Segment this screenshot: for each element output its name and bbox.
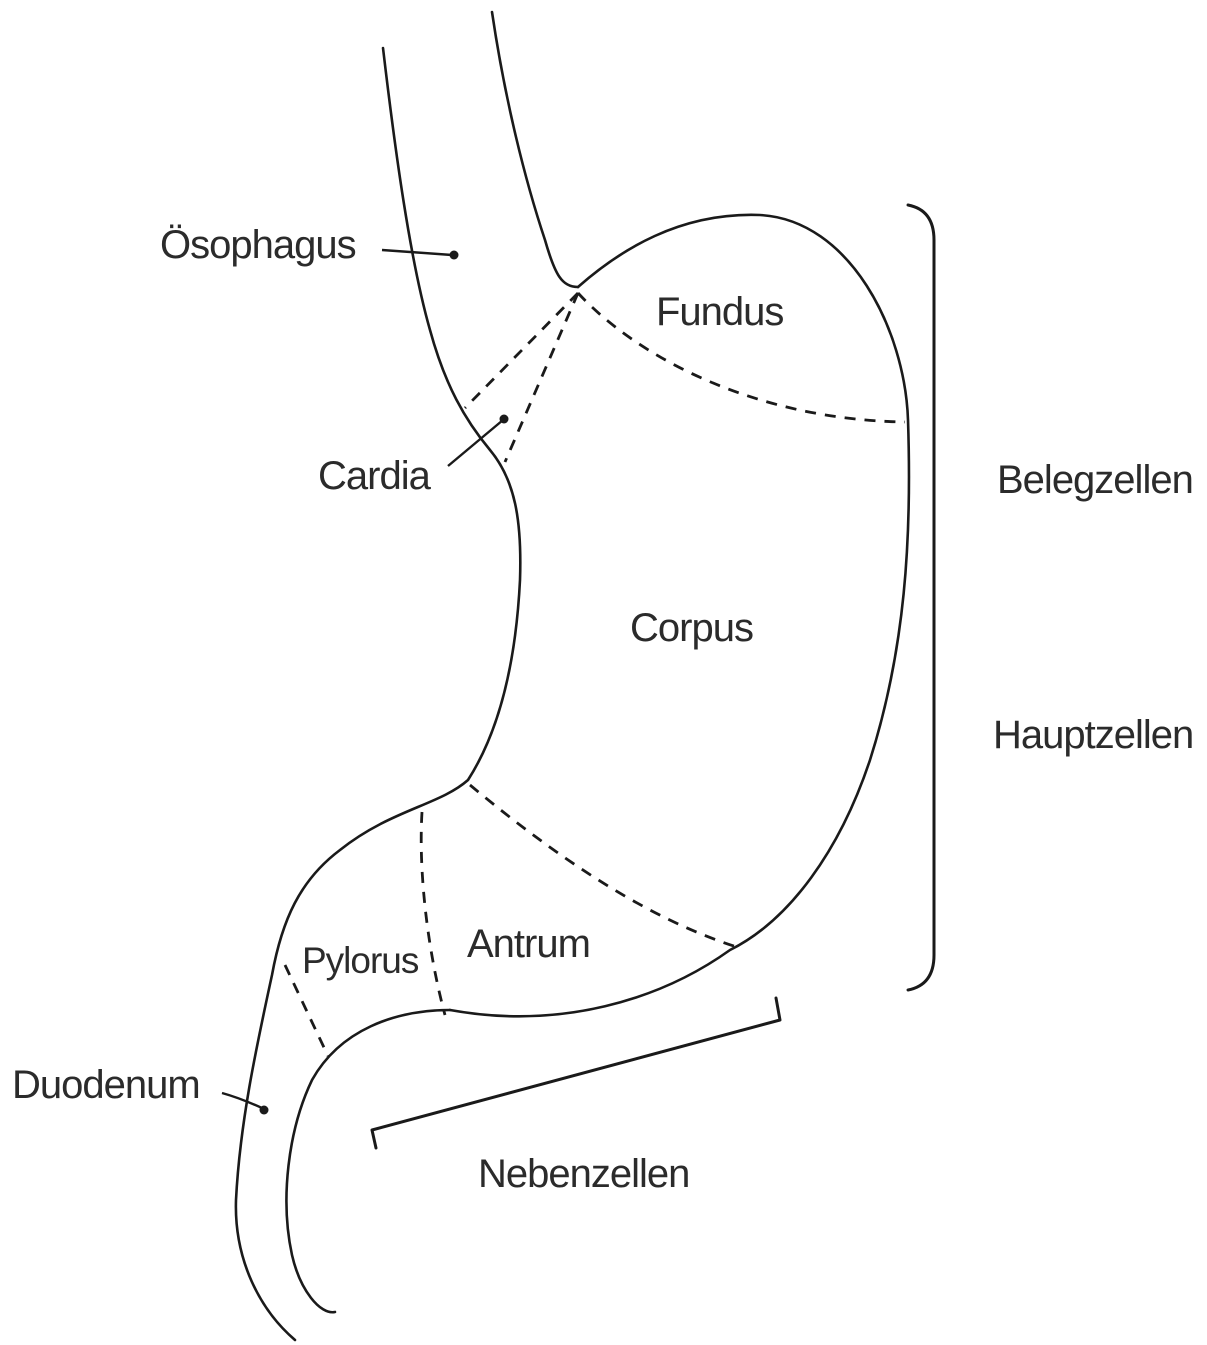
cardia-boundary-upper — [465, 293, 578, 408]
cardia-pointer-dot — [500, 415, 509, 424]
label-cardia: Cardia — [318, 454, 432, 498]
cardia-boundary-lower — [505, 293, 578, 462]
duodenum-inner-wall — [286, 1010, 450, 1312]
esophagus-right-wall — [492, 12, 578, 287]
label-corpus: Corpus — [630, 606, 753, 650]
label-duodenum: Duodenum — [12, 1063, 200, 1107]
duodenum-pointer-dot — [260, 1106, 269, 1115]
antrum-pylorus-boundary — [421, 812, 445, 1015]
right-bracket — [908, 205, 934, 990]
duodenum-pointer — [222, 1093, 262, 1108]
label-oesophagus: Ösophagus — [160, 223, 356, 267]
oesophagus-pointer — [382, 250, 452, 255]
label-antrum: Antrum — [467, 922, 590, 966]
lower-bracket — [372, 998, 780, 1148]
label-nebenzellen: Nebenzellen — [478, 1152, 689, 1196]
label-hauptzellen: Hauptzellen — [993, 713, 1193, 757]
oesophagus-pointer-dot — [450, 251, 459, 260]
label-belegzellen: Belegzellen — [997, 458, 1193, 502]
label-pylorus: Pylorus — [302, 940, 419, 981]
label-fundus: Fundus — [656, 290, 783, 334]
cardia-pointer — [448, 420, 503, 466]
